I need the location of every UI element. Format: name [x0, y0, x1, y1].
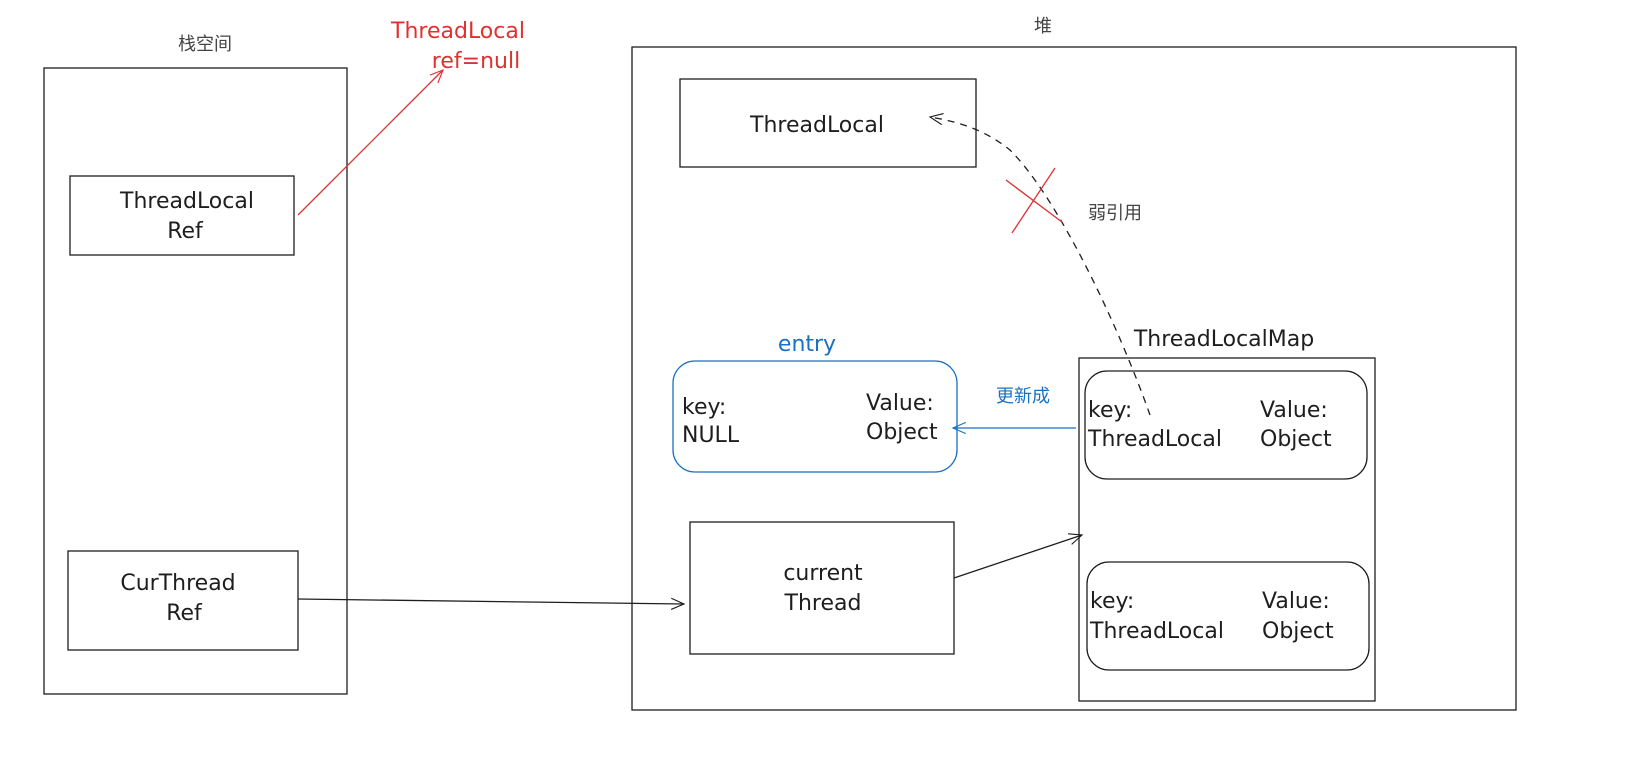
map-title: ThreadLocalMap	[1133, 327, 1314, 352]
ref-null-line2: ref=null	[432, 49, 520, 74]
map-entry-box	[1086, 561, 1370, 671]
map-entry-value-value: Object	[1260, 427, 1332, 452]
current-thread-line2: Thread	[784, 591, 862, 616]
map-entry-value-label: Value:	[1262, 589, 1330, 614]
weak-reference-arrow	[928, 113, 1151, 416]
map-box	[1078, 357, 1376, 702]
map-entry-key-value: ThreadLocal	[1089, 619, 1224, 644]
ref-null-line1: ThreadLocal	[390, 19, 525, 44]
curthread-to-thread-arrow	[297, 597, 686, 610]
entry-value-label: Value:	[866, 391, 934, 416]
map-entry-key-label: key:	[1088, 398, 1132, 423]
entry-key-value: NULL	[682, 423, 740, 448]
entry-value-value: Object	[866, 420, 938, 445]
threadlocal-ref-line1: ThreadLocal	[119, 189, 254, 214]
threadlocal-ref-box	[69, 175, 295, 256]
map-entry-value-value: Object	[1262, 619, 1334, 644]
threadlocal-ref-line2: Ref	[167, 219, 204, 244]
entry-title: entry	[778, 332, 836, 357]
heap-box	[631, 46, 1517, 711]
entry-box	[672, 360, 958, 473]
current-thread-box	[689, 521, 955, 655]
map-entry-key-value: ThreadLocal	[1087, 427, 1222, 452]
update-label: 更新成	[996, 386, 1050, 407]
ref-null-arrow	[297, 69, 444, 216]
stack-title: 栈空间	[178, 34, 232, 55]
weak-reference-label: 弱引用	[1088, 203, 1142, 224]
curthread-ref-line1: CurThread	[120, 571, 235, 596]
entry-key-label: key:	[682, 395, 726, 420]
heap-title: 堆	[1034, 16, 1052, 37]
curthread-ref-box	[67, 550, 299, 651]
stack-space-box	[43, 67, 348, 695]
current-thread-line1: current	[783, 561, 863, 586]
threadlocal-object-label: ThreadLocal	[749, 113, 884, 138]
threadlocal-object-box	[679, 78, 977, 168]
broken-reference-cross-icon	[1005, 167, 1063, 234]
thread-to-map-arrow	[953, 533, 1084, 579]
curthread-ref-line2: Ref	[166, 601, 203, 626]
map-entry-box	[1084, 370, 1368, 480]
map-entry-value-label: Value:	[1260, 398, 1328, 423]
map-entry-key-label: key:	[1090, 589, 1134, 614]
